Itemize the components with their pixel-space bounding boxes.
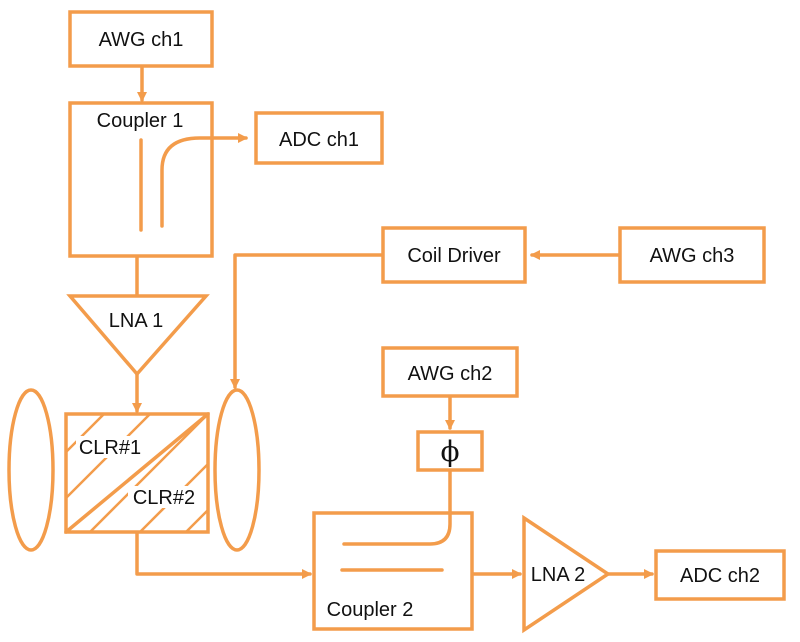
right-coil-ellipse — [213, 388, 261, 552]
lna2-triangle — [522, 514, 612, 634]
clr2-label: CLR#2 — [133, 487, 195, 509]
phase-shifter-box — [416, 430, 484, 472]
wire-clr-to-coupler2 — [135, 530, 312, 579]
coil-driver-box — [381, 226, 527, 284]
clr1-label: CLR#1 — [79, 437, 141, 459]
adc-ch2-box — [654, 549, 786, 601]
awg-ch2-label: AWG ch2 — [408, 363, 493, 385]
adc-ch1-box — [254, 111, 384, 165]
coupler1-curve — [160, 136, 214, 228]
awg-ch1-label: AWG ch1 — [99, 29, 184, 51]
awg-ch1-box — [68, 10, 214, 68]
coil-driver-label: Coil Driver — [407, 245, 501, 267]
clr2-label-bg — [128, 486, 200, 508]
awg-ch3-box — [618, 226, 766, 284]
coupler2-curve — [342, 511, 452, 546]
lna1-triangle — [66, 294, 210, 377]
coupler2-label: Coupler 2 — [327, 599, 414, 621]
phase-shifter-label: ϕ — [440, 435, 459, 468]
coupler1-label: Coupler 1 — [97, 110, 184, 132]
lna1-label: LNA 1 — [109, 310, 163, 332]
left-coil-ellipse — [7, 388, 55, 552]
clr1-label-bg — [76, 436, 142, 458]
awg-ch3-label: AWG ch3 — [650, 245, 735, 267]
awg-ch2-box — [381, 346, 519, 398]
adc-ch2-label: ADC ch2 — [680, 565, 760, 587]
clr-diagonal — [64, 412, 210, 534]
lna2-label: LNA 2 — [531, 564, 585, 586]
adc-ch1-label: ADC ch1 — [279, 129, 359, 151]
wire-coildriver-to-coil — [230, 253, 385, 389]
